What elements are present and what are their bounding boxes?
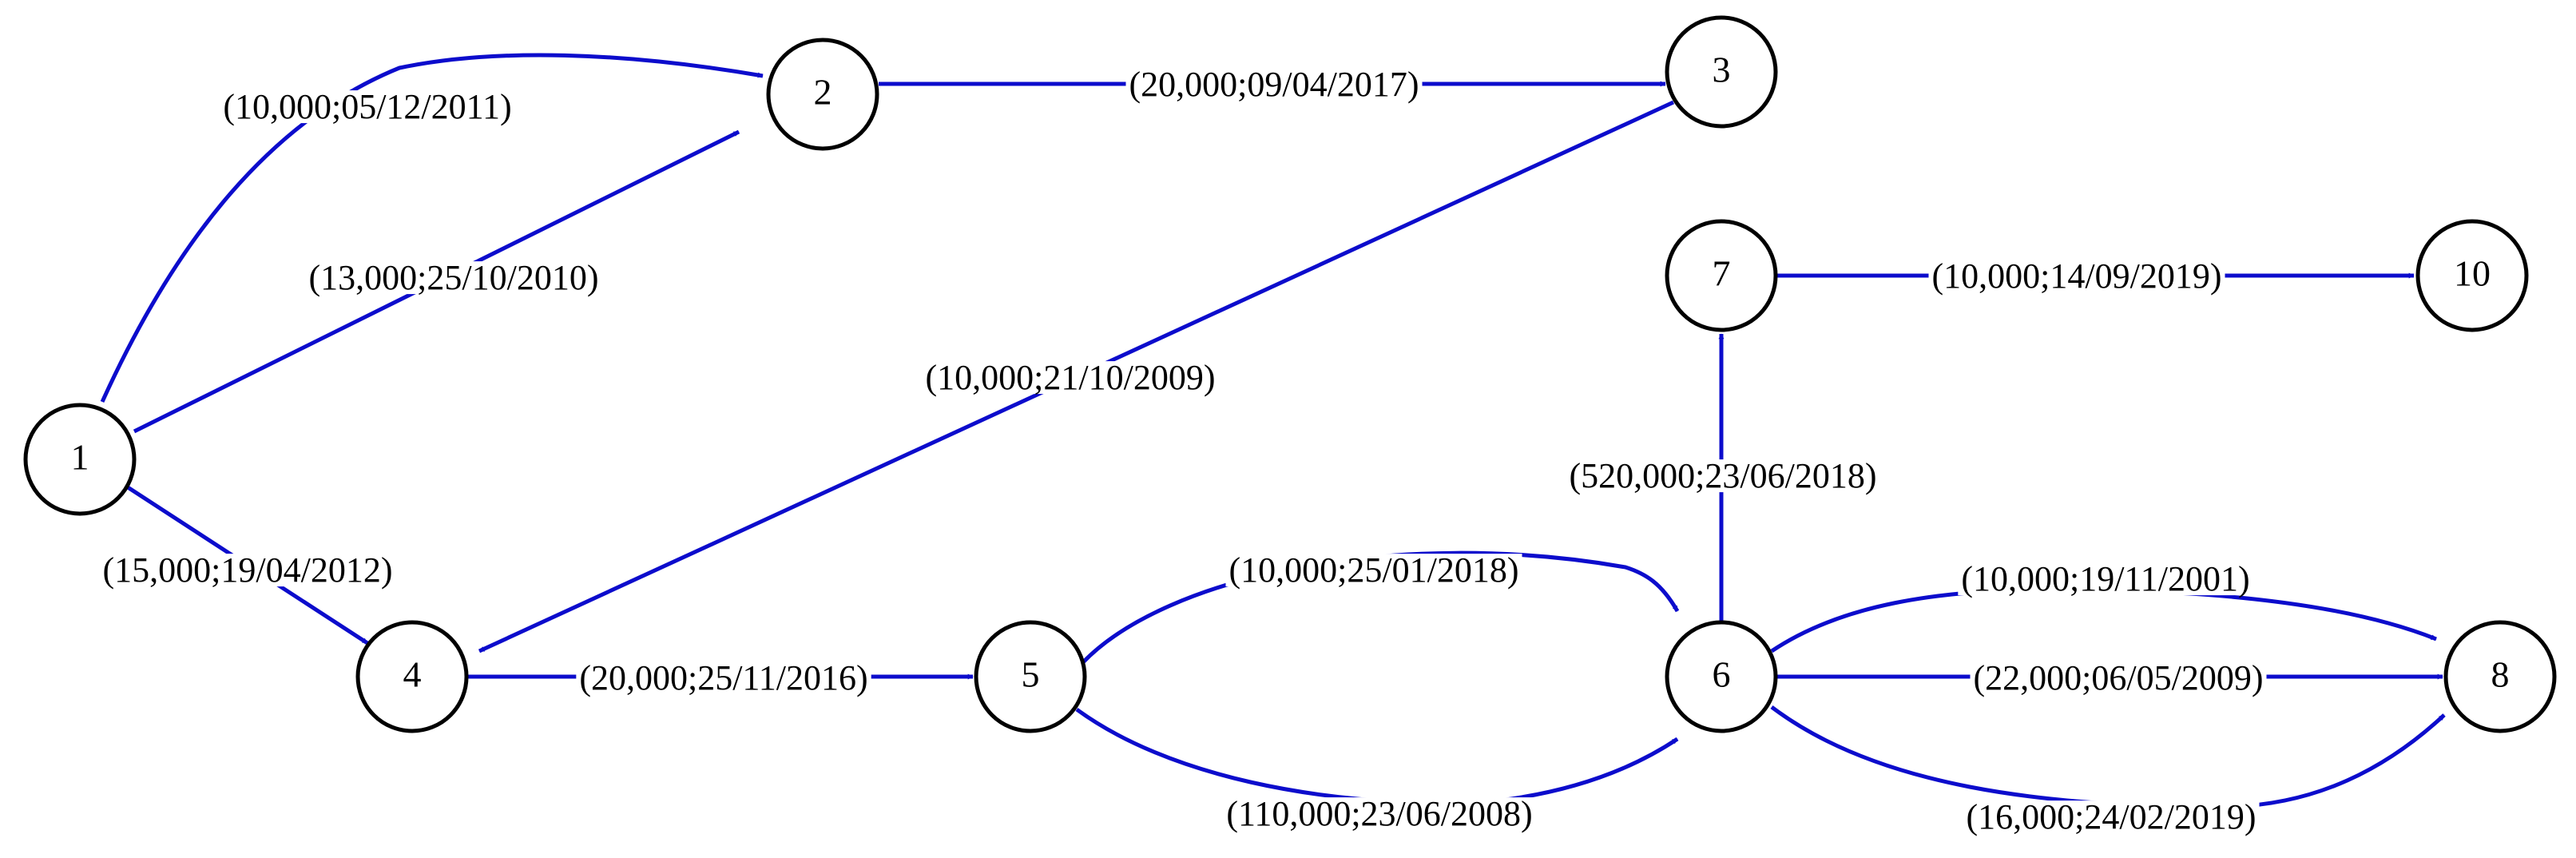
edge-label-background [99,554,396,587]
edge-6-to-8 [1770,587,2437,653]
edge-label-background [922,361,1219,395]
node-label: 4 [403,654,422,695]
node-label: 3 [1713,50,1731,90]
edge-label: (16,000;24/02/2019) [1967,797,2256,836]
node-label: 1 [71,437,89,478]
node-5: 5 [974,620,1087,733]
node-label: 7 [1713,253,1731,294]
edge-label-group: (15,000;19/04/2012) [99,550,396,590]
edge-label: (20,000;09/04/2017) [1129,65,1419,104]
edge-label-group: (10,000;25/01/2018) [1225,550,1522,590]
edge-label-group: (20,000;09/04/2017) [1125,65,1423,104]
edge-label: (10,000;19/11/2001) [1961,559,2249,598]
node-label: 6 [1713,654,1731,695]
node-label: 8 [2491,654,2510,695]
node-circle [355,620,469,733]
edge-label-group: (10,000;19/11/2001) [1958,559,2253,598]
node-label: 5 [1022,654,1040,695]
edge-label: (22,000;06/05/2009) [1974,658,2264,697]
edge-label-background [1958,562,2253,596]
edge-5-to-6 [1081,550,1680,665]
edge-label: (10,000;14/09/2019) [1932,256,2222,296]
node-label: 10 [2454,253,2491,294]
node-8: 8 [2443,620,2557,733]
edge-label-group: (10,000;14/09/2019) [1928,256,2225,296]
node-circle [974,620,1087,733]
node-3: 3 [1665,15,1778,129]
node-6: 6 [1665,620,1778,733]
node-circle [1665,620,1778,733]
edge-label-group: (10,000;21/10/2009) [922,358,1219,397]
node-4: 4 [355,620,469,733]
edge-label-group: (10,000;05/12/2011) [220,87,515,126]
edge-label: (13,000;25/10/2010) [309,258,599,297]
edge-labels-layer: (10,000;05/12/2011) (13,000;25/10/2010) (1… [99,65,2267,836]
node-circle [23,403,137,516]
edge-label-background [1223,797,1536,831]
edge-label-background [1963,800,2260,834]
edge-label-group: (16,000;24/02/2019) [1963,797,2260,836]
edge-label: (15,000;19/04/2012) [103,550,393,590]
edge-label-background [1566,459,1880,493]
edge-label-background [220,90,515,124]
node-7: 7 [1665,219,1778,332]
edge-label-background [576,661,871,695]
edge-label-background [1928,260,2225,293]
edge-label-group: (20,000;25/11/2016) [576,658,871,697]
edge-label-background [1125,68,1423,101]
edge-label-background [1225,554,1522,587]
node-circle [1665,219,1778,332]
nodes-layer: 1 2 3 4 5 6 7 8 10 [23,15,2557,733]
edge-label: (10,000;21/10/2009) [926,358,1216,397]
edge-label-group: (22,000;06/05/2009) [1970,658,2267,697]
edge-label: (520,000;23/06/2018) [1570,456,1877,495]
edge-label-background [1970,661,2267,695]
edge-label: (10,000;25/01/2018) [1229,550,1519,590]
node-label: 2 [814,72,832,113]
edge-label-group: (520,000;23/06/2018) [1566,456,1880,495]
edge-6-to-8 [1770,705,2446,809]
node-circle [2415,219,2529,332]
node-circle [766,38,879,151]
edge-label-background [305,261,602,295]
edge-label: (10,000;05/12/2011) [223,87,511,126]
edge-label-group: (110,000;23/06/2008) [1223,794,1536,833]
edge-label-group: (13,000;25/10/2010) [305,258,602,297]
edge-1-to-2 [100,53,764,403]
node-10: 10 [2415,219,2529,332]
edge-label: (20,000;25/11/2016) [579,658,867,697]
node-circle [2443,620,2557,733]
edge-5-to-6 [1075,707,1679,805]
node-1: 1 [23,403,137,516]
node-2: 2 [766,38,879,151]
node-circle [1665,15,1778,129]
edge-label: (110,000;23/06/2008) [1226,794,1532,833]
